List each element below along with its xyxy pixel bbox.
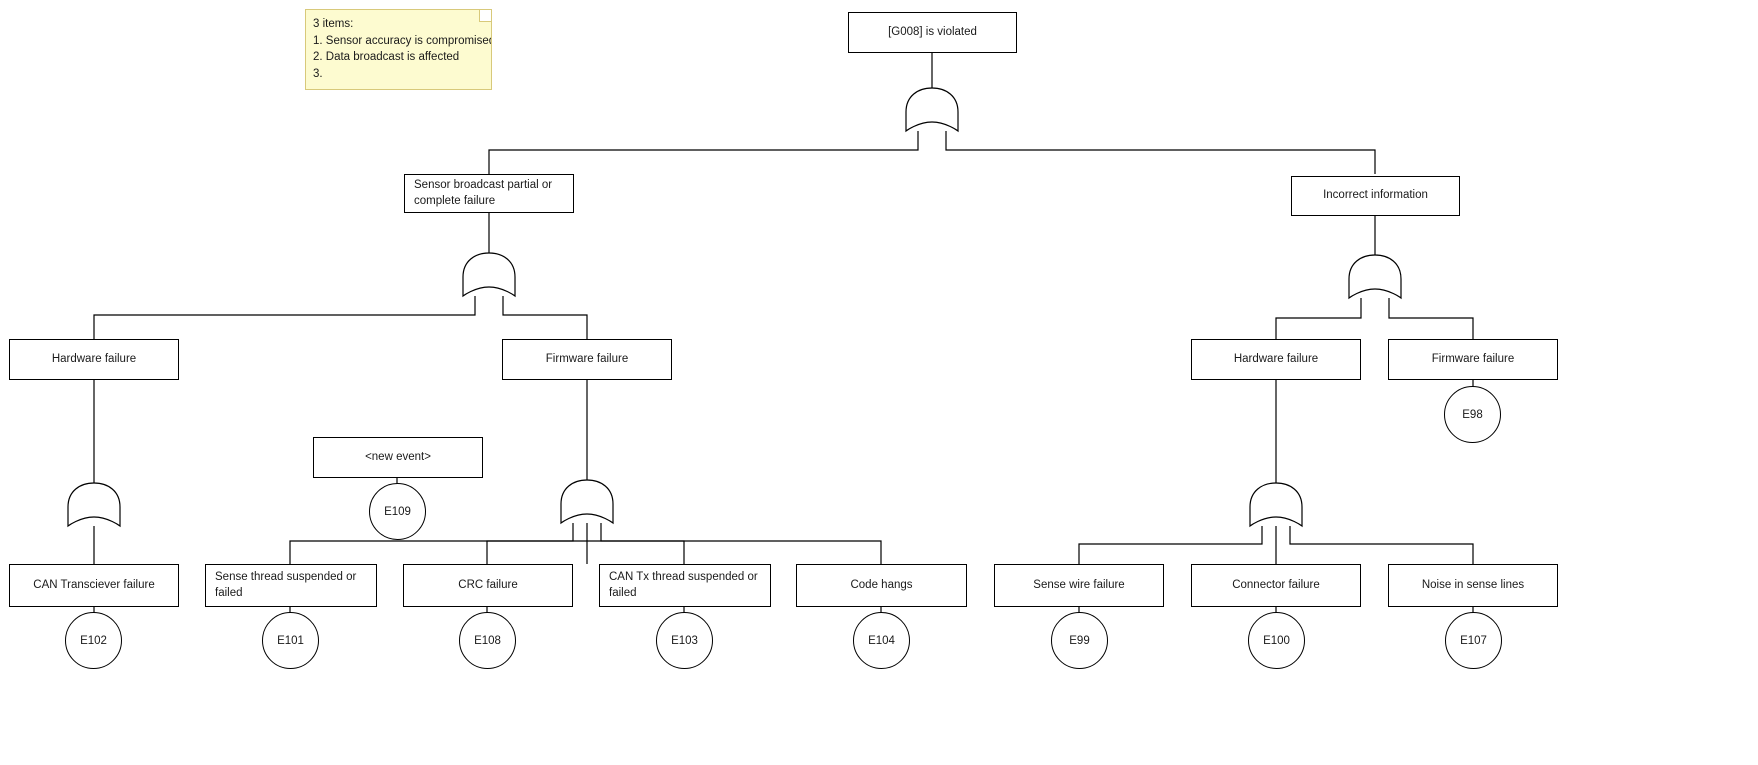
node-sensor-broadcast-label: Sensor broadcast partial or complete fai… [414, 179, 553, 207]
note-item-3: 3. [313, 68, 323, 81]
event-circle-e107-label: E107 [1460, 634, 1487, 647]
node-connector-failure-label: Connector failure [1232, 578, 1320, 591]
note-item-2: 2. Data broadcast is affected [313, 51, 460, 64]
node-firmware-failure-right[interactable]: Firmware failure [1388, 339, 1558, 380]
or-gate-root[interactable] [902, 86, 962, 134]
event-circle-e109-label: E109 [384, 505, 411, 518]
node-hardware-failure-left[interactable]: Hardware failure [9, 339, 179, 380]
sticky-note[interactable]: 3 items: 1. Sensor accuracy is compromis… [305, 9, 492, 90]
node-top-goal-label: [G008] is violated [888, 25, 977, 38]
node-code-hangs-label: Code hangs [850, 578, 913, 591]
node-noise-in-sense-lines[interactable]: Noise in sense lines [1388, 564, 1558, 607]
event-circle-e101-label: E101 [277, 634, 304, 647]
node-sense-wire-failure-label: Sense wire failure [1033, 578, 1125, 591]
node-new-event[interactable]: <new event> [313, 437, 483, 478]
node-crc-failure-label: CRC failure [458, 578, 518, 591]
event-circle-e104-label: E104 [868, 634, 895, 647]
note-header: 3 items: [313, 18, 354, 30]
event-circle-e103-label: E103 [671, 634, 698, 647]
node-hardware-failure-right[interactable]: Hardware failure [1191, 339, 1361, 380]
node-new-event-label: <new event> [365, 450, 431, 463]
node-can-transciever-failure[interactable]: CAN Transciever failure [9, 564, 179, 607]
event-circle-e107[interactable]: E107 [1445, 612, 1502, 669]
event-circle-e100-label: E100 [1263, 634, 1290, 647]
node-sense-thread-suspended-label: Sense thread suspended or failed [215, 571, 357, 599]
event-circle-e108[interactable]: E108 [459, 612, 516, 669]
node-connector-failure[interactable]: Connector failure [1191, 564, 1361, 607]
event-circle-e101[interactable]: E101 [262, 612, 319, 669]
node-sense-thread-suspended[interactable]: Sense thread suspended or failed [205, 564, 377, 607]
event-circle-e98[interactable]: E98 [1444, 386, 1501, 443]
note-item-1: 1. Sensor accuracy is compromised [313, 34, 492, 47]
note-fold-corner [479, 10, 491, 22]
node-crc-failure[interactable]: CRC failure [403, 564, 573, 607]
node-incorrect-information-label: Incorrect information [1323, 189, 1428, 202]
event-circle-e99-label: E99 [1069, 634, 1090, 647]
node-can-transciever-failure-label: CAN Transciever failure [33, 578, 155, 591]
node-incorrect-information[interactable]: Incorrect information [1291, 176, 1460, 216]
event-circle-e109[interactable]: E109 [369, 483, 426, 540]
or-gate-sensor-broadcast[interactable] [459, 251, 519, 299]
node-hardware-failure-right-label: Hardware failure [1233, 352, 1319, 365]
node-code-hangs[interactable]: Code hangs [796, 564, 967, 607]
event-circle-e99[interactable]: E99 [1051, 612, 1108, 669]
event-circle-e102-label: E102 [80, 634, 107, 647]
or-gate-incorrect-information[interactable] [1345, 253, 1405, 301]
event-circle-e103[interactable]: E103 [656, 612, 713, 669]
node-can-tx-thread-suspended[interactable]: CAN Tx thread suspended or failed [599, 564, 771, 607]
node-firmware-failure-left[interactable]: Firmware failure [502, 339, 672, 380]
event-circle-e104[interactable]: E104 [853, 612, 910, 669]
node-sense-wire-failure[interactable]: Sense wire failure [994, 564, 1164, 607]
node-firmware-failure-right-label: Firmware failure [1431, 352, 1515, 365]
or-gate-firmware-failure-left[interactable] [557, 478, 617, 526]
node-top-goal[interactable]: [G008] is violated [848, 12, 1017, 53]
node-sensor-broadcast[interactable]: Sensor broadcast partial or complete fai… [404, 174, 574, 213]
or-gate-hardware-failure-left[interactable] [64, 481, 124, 529]
node-can-tx-thread-suspended-label: CAN Tx thread suspended or failed [609, 571, 758, 599]
or-gate-hardware-failure-right[interactable] [1246, 481, 1306, 529]
node-hardware-failure-left-label: Hardware failure [51, 352, 137, 365]
node-noise-in-sense-lines-label: Noise in sense lines [1421, 578, 1525, 591]
event-circle-e102[interactable]: E102 [65, 612, 122, 669]
node-firmware-failure-left-label: Firmware failure [545, 352, 629, 365]
event-circle-e108-label: E108 [474, 634, 501, 647]
event-circle-e100[interactable]: E100 [1248, 612, 1305, 669]
event-circle-e98-label: E98 [1462, 408, 1483, 421]
